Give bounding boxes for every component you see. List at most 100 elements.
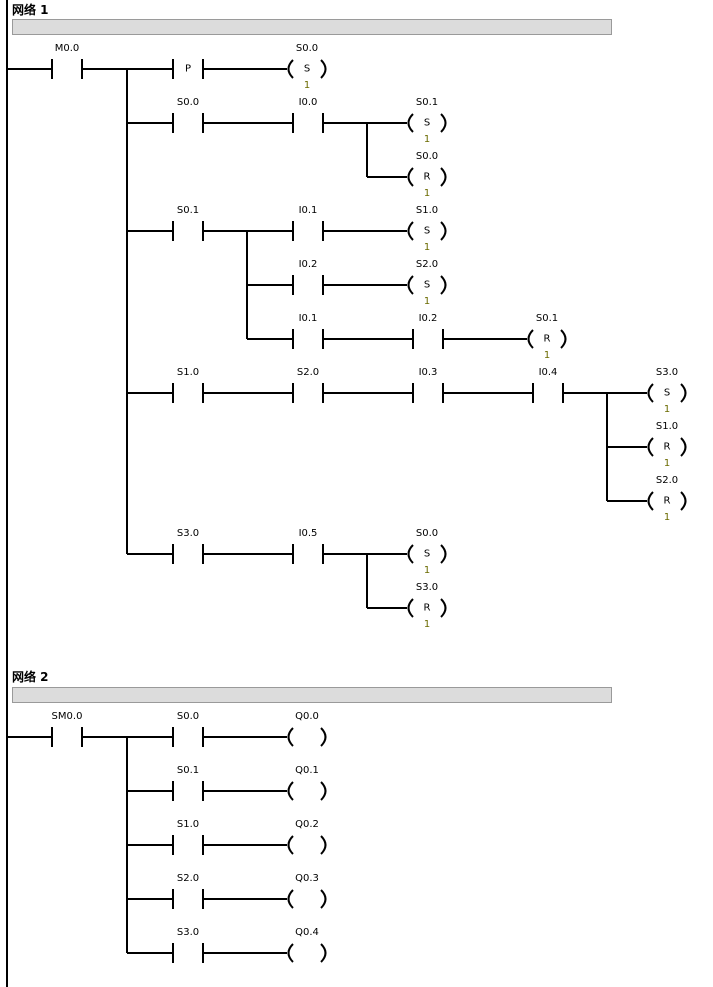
- coil-count-label: 1: [423, 134, 431, 145]
- coil-address-label: Q0.2: [295, 819, 319, 830]
- coil-right-paren: [560, 329, 567, 349]
- coil-operation-label: R: [663, 495, 671, 507]
- contact-address-label: I0.3: [418, 367, 438, 378]
- coil-operation-label: S: [423, 548, 431, 560]
- contact-S3.0[interactable]: [172, 943, 204, 963]
- coil-left-paren: [287, 727, 294, 747]
- contact-S0.1[interactable]: [172, 221, 204, 241]
- coil-S2.0[interactable]: [407, 275, 447, 295]
- coil-left-paren: [287, 889, 294, 909]
- coil-S0.1[interactable]: [407, 113, 447, 133]
- coil-operation-label: R: [423, 171, 431, 183]
- contact-S1.0[interactable]: [172, 835, 204, 855]
- coil-address-label: Q0.0: [295, 711, 319, 722]
- contact-I0.1[interactable]: [292, 221, 324, 241]
- contact-address-label: S0.0: [176, 711, 200, 722]
- contact-address-label: I0.1: [298, 205, 318, 216]
- coil-right-paren: [440, 167, 447, 187]
- coil-Q0.2[interactable]: [287, 835, 327, 855]
- network-1-comment-bar[interactable]: [12, 19, 612, 35]
- contact-address-label: S2.0: [176, 873, 200, 884]
- coil-left-paren: [287, 943, 294, 963]
- contact-address-label: S0.1: [176, 205, 200, 216]
- coil-S0.0[interactable]: [287, 59, 327, 79]
- contact-positive-edge[interactable]: [172, 59, 204, 79]
- contact-I0.5[interactable]: [292, 544, 324, 564]
- coil-Q0.4[interactable]: [287, 943, 327, 963]
- network-2-title[interactable]: 网络 2: [12, 670, 49, 684]
- coil-address-label: S1.0: [415, 205, 439, 216]
- coil-operation-label: S: [423, 117, 431, 129]
- contact-address-label: S1.0: [176, 367, 200, 378]
- coil-right-paren: [320, 781, 327, 801]
- coil-S3.0[interactable]: [407, 598, 447, 618]
- network-1-title[interactable]: 网络 1: [12, 3, 49, 17]
- contact-I0.2[interactable]: [412, 329, 444, 349]
- coil-right-paren: [440, 544, 447, 564]
- coil-right-paren: [320, 835, 327, 855]
- contact-address-label: S0.0: [176, 97, 200, 108]
- contact-SM0.0[interactable]: [51, 727, 83, 747]
- contact-address-label: S0.1: [176, 765, 200, 776]
- contact-S2.0[interactable]: [292, 383, 324, 403]
- coil-operation-label: S: [663, 387, 671, 399]
- contact-S3.0[interactable]: [172, 544, 204, 564]
- coil-Q0.3[interactable]: [287, 889, 327, 909]
- coil-address-label: S0.1: [535, 313, 559, 324]
- contact-S0.0[interactable]: [172, 727, 204, 747]
- coil-address-label: S3.0: [415, 582, 439, 593]
- coil-right-paren: [680, 437, 687, 457]
- coil-left-paren: [287, 781, 294, 801]
- contact-S0.1[interactable]: [172, 781, 204, 801]
- coil-right-paren: [320, 727, 327, 747]
- coil-right-paren: [440, 598, 447, 618]
- coil-Q0.1[interactable]: [287, 781, 327, 801]
- coil-count-label: 1: [663, 512, 671, 523]
- contact-M0.0[interactable]: [51, 59, 83, 79]
- coil-S3.0[interactable]: [647, 383, 687, 403]
- coil-left-paren: [287, 59, 294, 79]
- coil-right-paren: [440, 113, 447, 133]
- coil-left-paren: [647, 437, 654, 457]
- coil-left-paren: [407, 544, 414, 564]
- coil-left-paren: [407, 113, 414, 133]
- contact-I0.2[interactable]: [292, 275, 324, 295]
- coil-address-label: S0.0: [415, 528, 439, 539]
- coil-S0.0[interactable]: [407, 167, 447, 187]
- coil-S2.0[interactable]: [647, 491, 687, 511]
- coil-address-label: S0.0: [295, 43, 319, 54]
- network-2-comment-bar[interactable]: [12, 687, 612, 703]
- coil-left-paren: [407, 598, 414, 618]
- coil-Q0.0[interactable]: [287, 727, 327, 747]
- contact-I0.1[interactable]: [292, 329, 324, 349]
- coil-operation-label: R: [543, 333, 551, 345]
- coil-address-label: S3.0: [655, 367, 679, 378]
- coil-S0.1[interactable]: [527, 329, 567, 349]
- contact-address-label: S3.0: [176, 927, 200, 938]
- coil-S1.0[interactable]: [407, 221, 447, 241]
- coil-address-label: S1.0: [655, 421, 679, 432]
- coil-left-paren: [287, 835, 294, 855]
- coil-S0.0[interactable]: [407, 544, 447, 564]
- coil-address-label: Q0.4: [295, 927, 319, 938]
- coil-count-label: 1: [423, 619, 431, 630]
- contact-address-label: I0.0: [298, 97, 318, 108]
- contact-address-label: SM0.0: [51, 711, 83, 722]
- contact-S1.0[interactable]: [172, 383, 204, 403]
- contact-address-label: I0.2: [418, 313, 438, 324]
- coil-right-paren: [320, 59, 327, 79]
- coil-address-label: S0.1: [415, 97, 439, 108]
- contact-I0.3[interactable]: [412, 383, 444, 403]
- contact-I0.0[interactable]: [292, 113, 324, 133]
- contact-S2.0[interactable]: [172, 889, 204, 909]
- coil-operation-label: S: [423, 279, 431, 291]
- contact-S0.0[interactable]: [172, 113, 204, 133]
- coil-right-paren: [440, 275, 447, 295]
- contact-address-label: I0.4: [538, 367, 558, 378]
- coil-S1.0[interactable]: [647, 437, 687, 457]
- coil-operation-label: R: [423, 602, 431, 614]
- coil-left-paren: [407, 221, 414, 241]
- coil-address-label: S2.0: [655, 475, 679, 486]
- coil-count-label: 1: [663, 404, 671, 415]
- contact-I0.4[interactable]: [532, 383, 564, 403]
